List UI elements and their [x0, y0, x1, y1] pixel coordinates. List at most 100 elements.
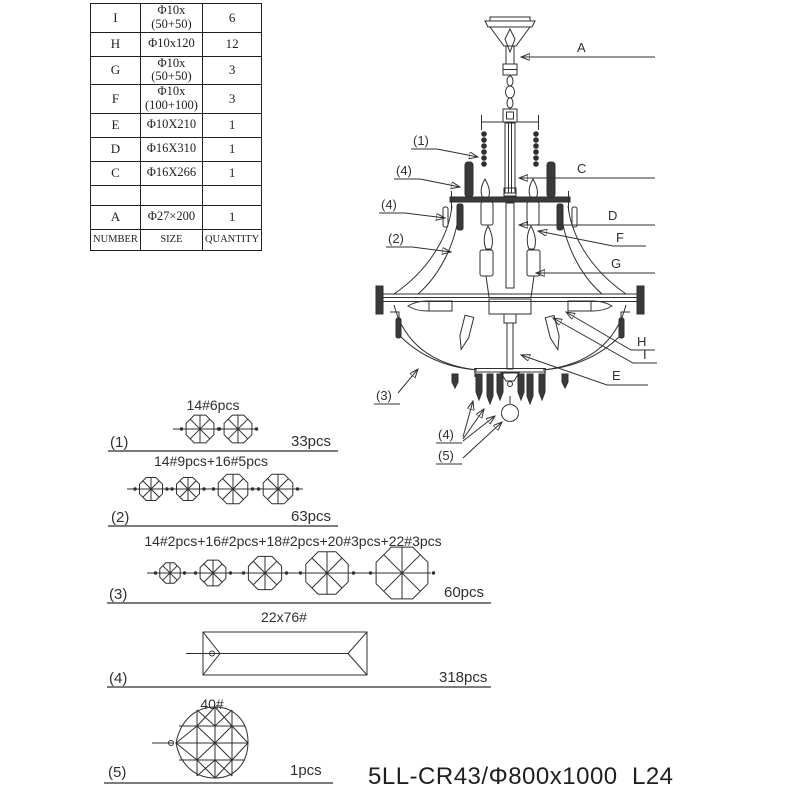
component-spec: 22x76#: [261, 609, 307, 625]
faceted-drop-crystal: [152, 706, 249, 779]
callout-c: C: [577, 161, 586, 176]
cell-quantity: 6: [201, 3, 263, 33]
bottom-ball-finial: [501, 396, 519, 422]
callout-e: E: [612, 368, 621, 383]
cell-quantity: 3: [201, 55, 263, 85]
bead-strings: [481, 131, 539, 167]
component-total: 1pcs: [290, 762, 322, 779]
component-row-5: 40# (5) 1pcs: [104, 696, 333, 784]
cell-number: H: [90, 31, 141, 57]
octagon-crystal: [298, 551, 356, 595]
component-id: (2): [111, 509, 129, 526]
cell-number: F: [90, 84, 141, 114]
cell-quantity: 1: [201, 160, 263, 186]
octagon-crystal: [153, 562, 187, 584]
component-total: 33pcs: [291, 433, 331, 450]
component-spec: 14#6pcs: [187, 397, 240, 413]
callout-i: I: [643, 347, 647, 362]
octagon-crystal: [170, 477, 206, 501]
component-id: (5): [108, 764, 126, 781]
header-number: NUMBER: [90, 228, 141, 251]
model-number-title: 5LL-CR43/Φ800x1000 L24: [368, 763, 674, 790]
octagon-crystal: [179, 414, 221, 444]
cell-size: Φ10x (50+50): [139, 55, 203, 85]
ceiling-canopy: [484, 16, 536, 54]
cell-size: Φ27×200: [139, 204, 203, 230]
cell-quantity: [201, 184, 263, 206]
cell-quantity: 1: [201, 112, 263, 138]
cell-number: A: [90, 204, 141, 230]
component-specs: 14#6pcs (1) 33pcs 14#9pcs+16#5pcs (2) 63…: [104, 397, 491, 784]
header-size: SIZE: [139, 228, 203, 251]
octagon-crystal: [133, 477, 169, 501]
component-id: (4): [109, 670, 127, 687]
callout-4-mid: (4): [381, 197, 397, 212]
cell-size: Φ16X266: [139, 160, 203, 186]
cell-quantity: 1: [201, 204, 263, 230]
octagon-crystal: [211, 473, 255, 505]
callout-4-top: (4): [396, 163, 412, 178]
component-total: 318pcs: [439, 669, 487, 686]
octagon-crystal: [241, 555, 289, 591]
upper-tier: [442, 161, 578, 289]
callout-2: (2): [388, 231, 404, 246]
cell-number: E: [90, 112, 141, 138]
cell-size: Φ10x120: [139, 31, 203, 57]
cell-number: [90, 184, 141, 206]
octagon-crystal: [256, 473, 300, 505]
component-row-2: 14#9pcs+16#5pcs (2) 63pcs: [108, 453, 338, 527]
cell-size: Φ16X310: [139, 136, 203, 162]
component-total: 60pcs: [444, 584, 484, 601]
bottom-prisms: [451, 373, 569, 406]
cell-number: C: [90, 160, 141, 186]
cell-quantity: 3: [201, 84, 263, 114]
cell-size: Φ10x (50+50): [139, 3, 203, 33]
cell-size: [139, 184, 203, 206]
component-row-4: 22x76# (4) 318pcs: [107, 609, 491, 688]
callout-f: F: [616, 230, 624, 245]
cell-size: Φ10x (100+100): [139, 84, 203, 114]
cell-number: G: [90, 55, 141, 85]
component-id: (3): [109, 586, 127, 603]
curved-frame-arms: [393, 205, 627, 295]
octagon-crystal: [193, 559, 233, 587]
cell-number: I: [90, 3, 141, 33]
component-row-1: 14#6pcs (1) 33pcs: [108, 397, 338, 452]
callout-1: (1): [413, 133, 429, 148]
table-row: [90, 184, 263, 206]
cell-size: Φ10X210: [139, 112, 203, 138]
component-row-3: 14#2pcs+16#2pcs+18#2pcs+20#3pcs+22#3pcs …: [107, 533, 491, 604]
callout-h: H: [637, 334, 646, 349]
prism-crystal: [186, 631, 368, 676]
octagon-crystal: [217, 414, 259, 444]
component-spec: 14#9pcs+16#5pcs: [154, 453, 268, 469]
header-quantity: QUANTITY: [201, 228, 263, 251]
callout-4-bottom: (4): [438, 427, 454, 442]
callout-a: A: [577, 40, 586, 55]
component-spec: 14#2pcs+16#2pcs+18#2pcs+20#3pcs+22#3pcs: [144, 533, 441, 549]
component-id: (1): [110, 434, 128, 451]
cell-quantity: 12: [201, 31, 263, 57]
callout-3: (3): [376, 388, 392, 403]
lower-bowl: [393, 304, 627, 387]
cell-quantity: 1: [201, 136, 263, 162]
chandelier-drawing: A C D F G H I E (1) (4) (4) (2): [374, 16, 657, 465]
callout-5: (5): [438, 448, 454, 463]
callout-g: G: [611, 256, 621, 271]
hanging-stem-and-chain: [481, 45, 539, 197]
component-total: 63pcs: [291, 508, 331, 525]
octagon-crystal: [368, 546, 436, 600]
